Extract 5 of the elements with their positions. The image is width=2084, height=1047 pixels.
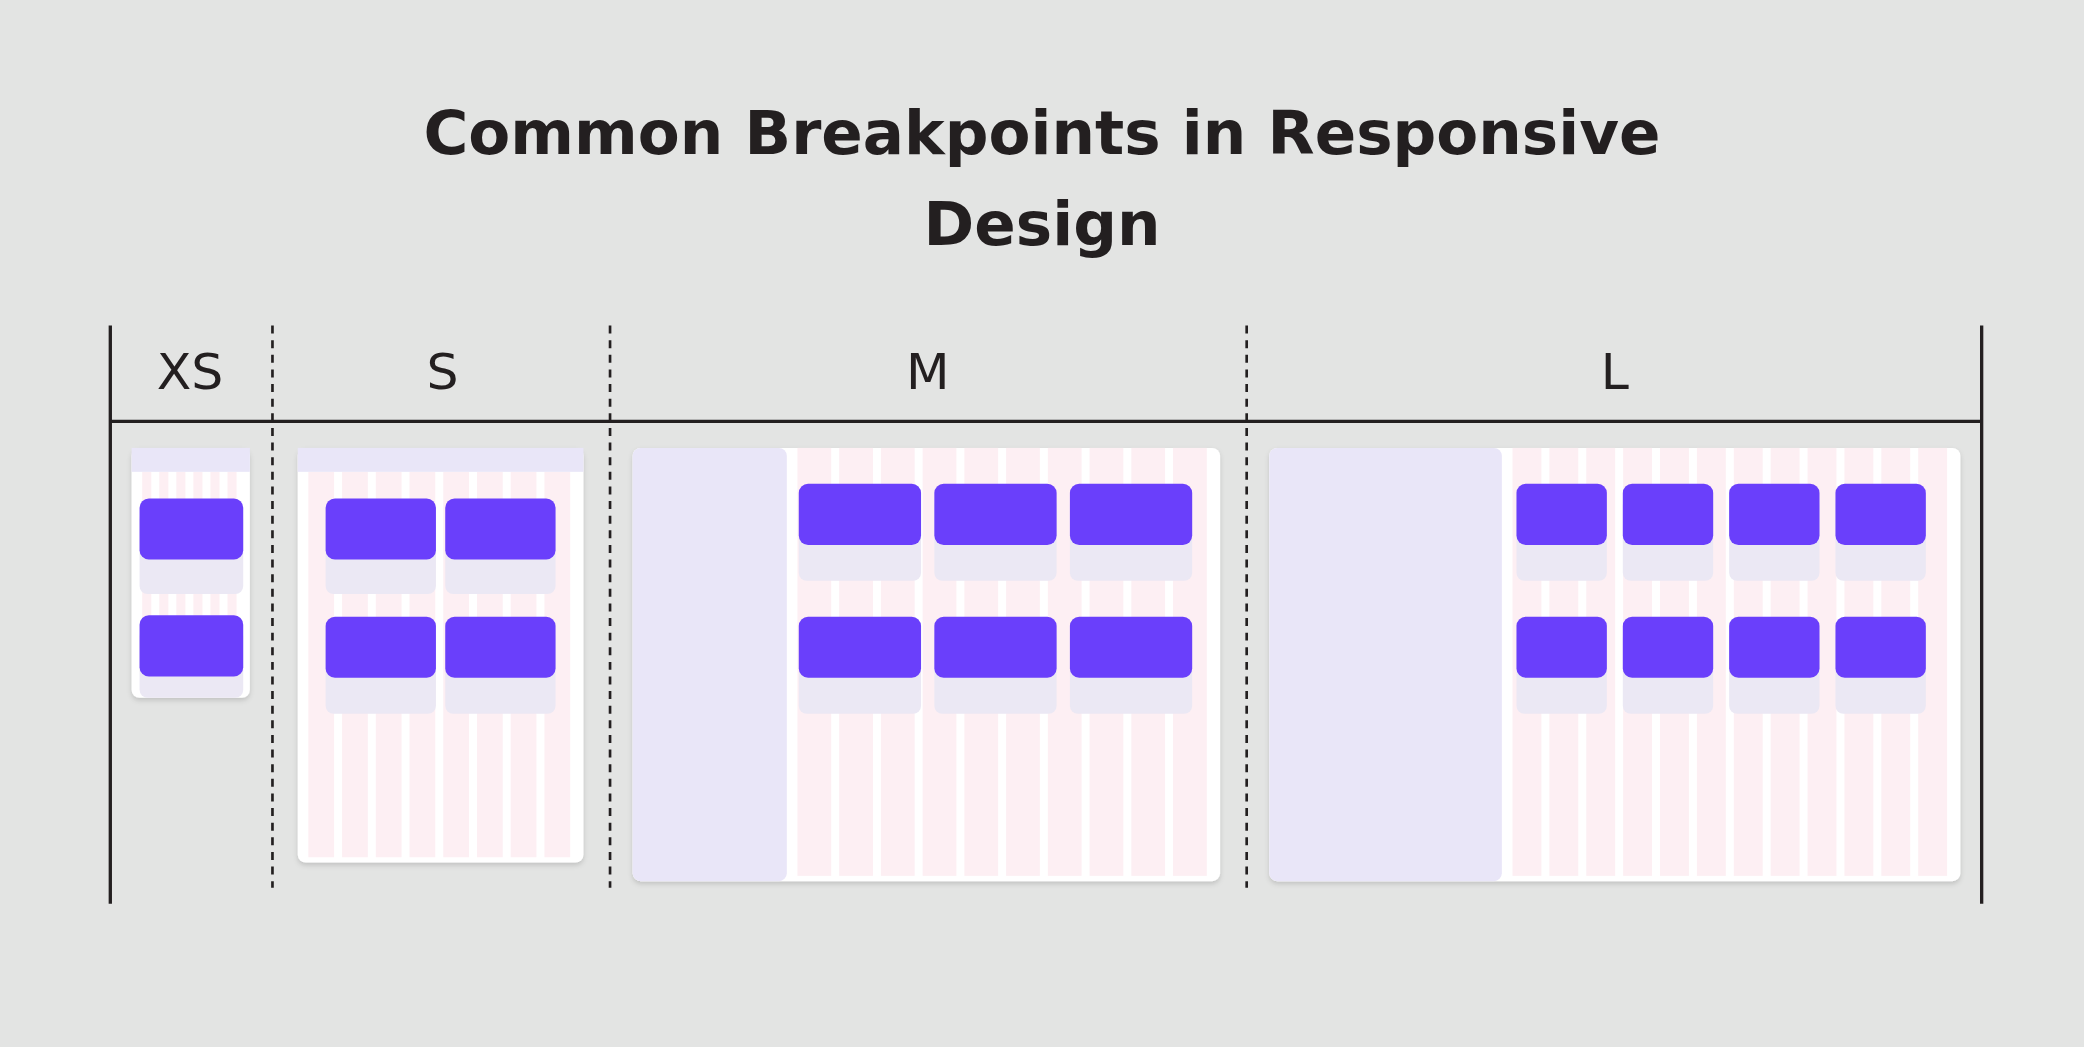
diagram-title: Common Breakpoints in Responsive Design [422,96,1662,262]
breakpoint-label: S [426,342,459,402]
breakpoint-label: M [905,342,950,402]
breakpoint-label: XS [156,342,224,402]
breakpoint-label: L [1600,342,1629,402]
